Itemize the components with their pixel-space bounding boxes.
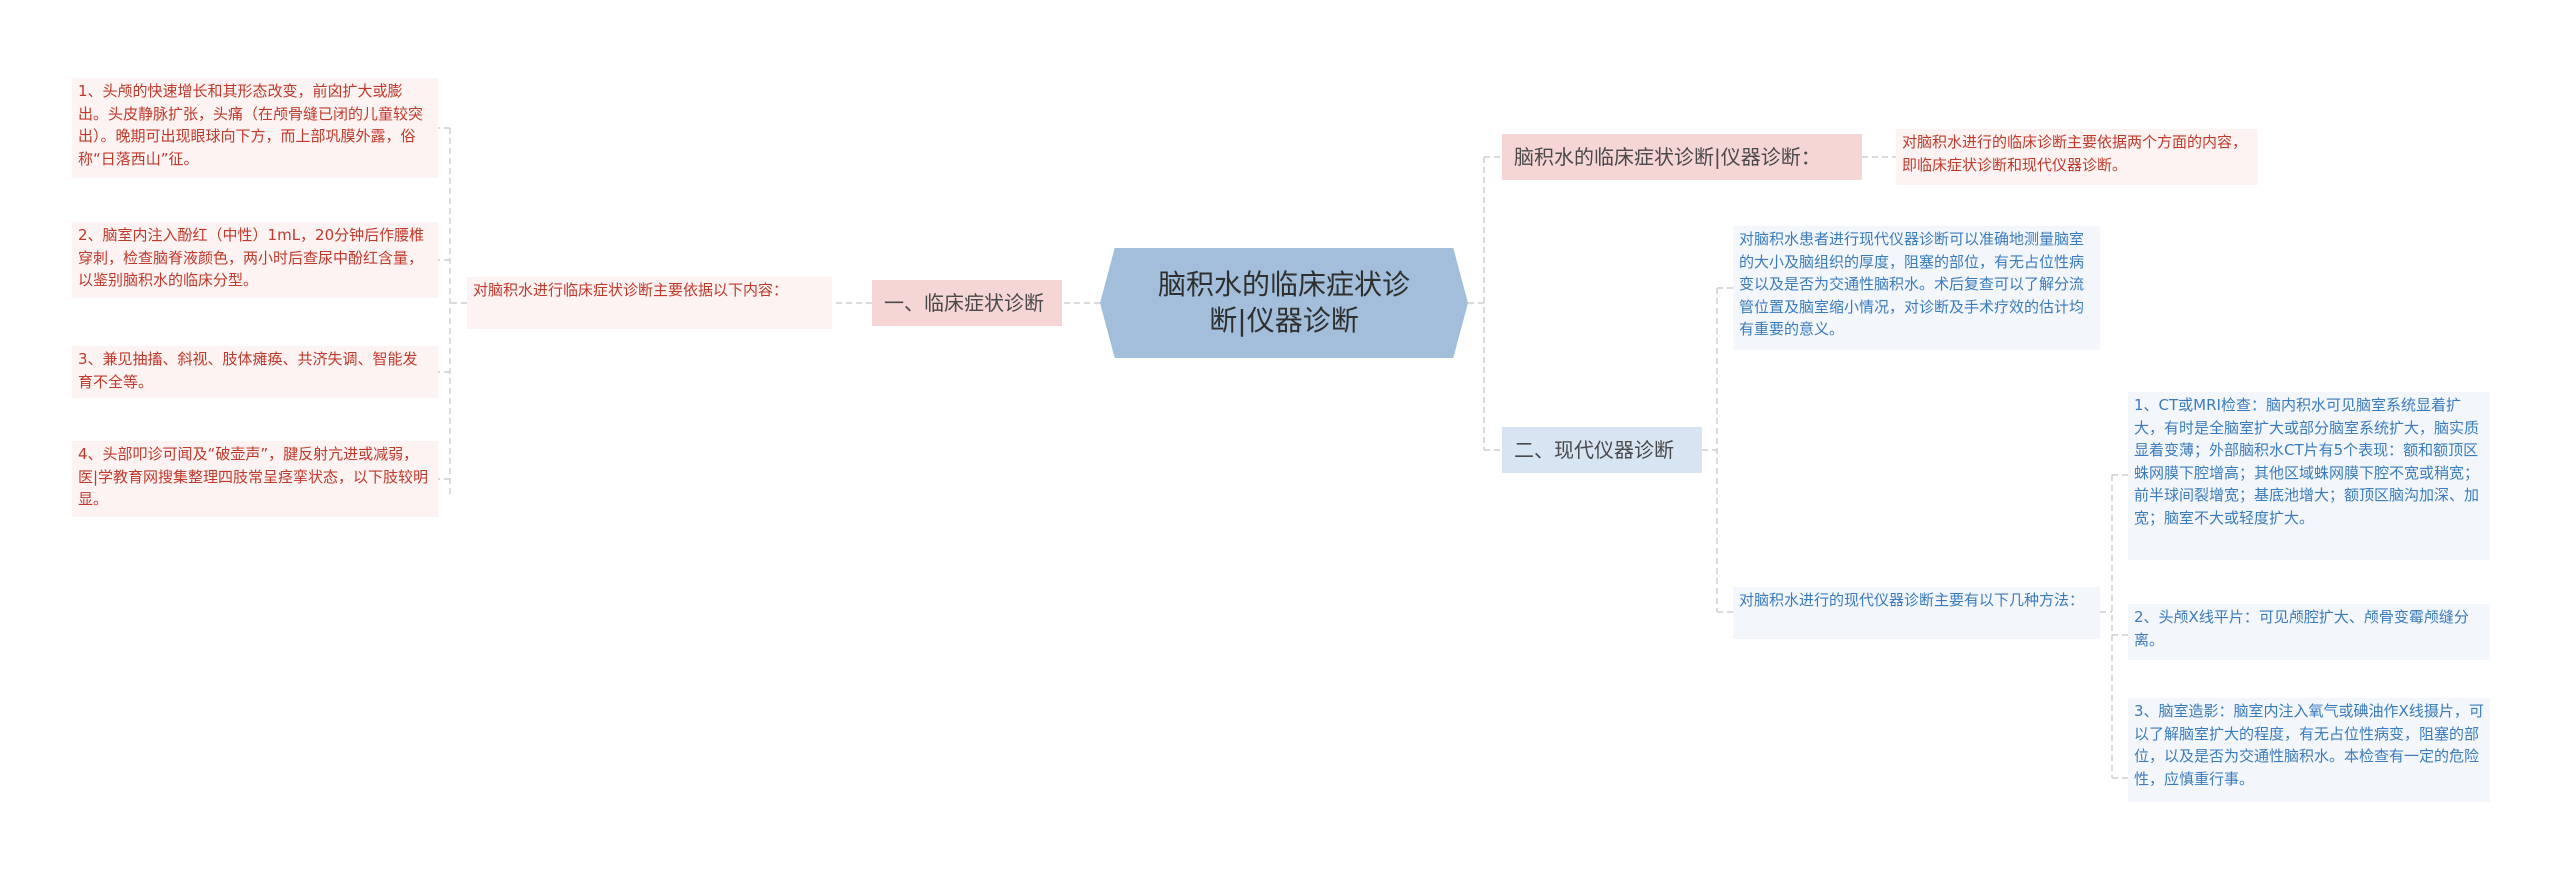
instrument-intro-node[interactable]: 对脑积水进行的现代仪器诊断主要有以下几种方法： <box>1733 587 2100 639</box>
clinical-item-2[interactable]: 2、脑室内注入酚红（中性）1mL，20分钟后作腰椎穿刺，检查脑脊液颜色，两小时后… <box>72 222 438 298</box>
branch-instrument-diagnosis-label: 二、现代仪器诊断 <box>1514 438 1674 462</box>
instrument-desc-node[interactable]: 对脑积水患者进行现代仪器诊断可以准确地测量脑室的大小及脑组织的厚度，阻塞的部位，… <box>1733 226 2100 350</box>
instrument-item-3[interactable]: 3、脑室造影：脑室内注入氧气或碘油作X线摄片，可以了解脑室扩大的程度，有无占位性… <box>2128 698 2490 802</box>
branch-overview-label: 脑积水的临床症状诊断|仪器诊断： <box>1514 145 1821 169</box>
instrument-item-1[interactable]: 1、CT或MRI检查：脑内积水可见脑室系统显着扩大，有时是全脑室扩大或部分脑室系… <box>2128 392 2490 560</box>
overview-note[interactable]: 对脑积水进行的临床诊断主要依据两个方面的内容，即临床症状诊断和现代仪器诊断。 <box>1896 129 2258 185</box>
clinical-item-4-text: 4、头部叩诊可闻及“破壶声”，腱反射亢进或减弱，医|学教育网搜集整理四肢常呈痉挛… <box>78 445 429 508</box>
clinical-item-3-text: 3、兼见抽搐、斜视、肢体瘫痪、共济失调、智能发育不全等。 <box>78 350 418 391</box>
clinical-intro-node[interactable]: 对脑积水进行临床症状诊断主要依据以下内容： <box>467 277 832 329</box>
clinical-item-1-text: 1、头颅的快速增长和其形态改变，前囟扩大或膨出。头皮静脉扩张，头痛（在颅骨缝已闭… <box>78 82 424 168</box>
branch-overview[interactable]: 脑积水的临床症状诊断|仪器诊断： <box>1502 134 1862 180</box>
instrument-item-1-text: 1、CT或MRI检查：脑内积水可见脑室系统显着扩大，有时是全脑室扩大或部分脑室系… <box>2134 396 2480 527</box>
overview-note-text: 对脑积水进行的临床诊断主要依据两个方面的内容，即临床症状诊断和现代仪器诊断。 <box>1902 133 2248 174</box>
central-topic[interactable]: 脑积水的临床症状诊断|仪器诊断 <box>1100 248 1468 358</box>
central-topic-text: 脑积水的临床症状诊断|仪器诊断 <box>1157 267 1410 337</box>
branch-clinical-diagnosis-label: 一、临床症状诊断 <box>884 291 1044 315</box>
instrument-desc-text: 对脑积水患者进行现代仪器诊断可以准确地测量脑室的大小及脑组织的厚度，阻塞的部位，… <box>1739 230 2085 338</box>
clinical-item-3[interactable]: 3、兼见抽搐、斜视、肢体瘫痪、共济失调、智能发育不全等。 <box>72 346 438 398</box>
clinical-item-4[interactable]: 4、头部叩诊可闻及“破壶声”，腱反射亢进或减弱，医|学教育网搜集整理四肢常呈痉挛… <box>72 441 438 517</box>
clinical-intro-text: 对脑积水进行临床症状诊断主要依据以下内容： <box>473 281 789 299</box>
instrument-item-3-text: 3、脑室造影：脑室内注入氧气或碘油作X线摄片，可以了解脑室扩大的程度，有无占位性… <box>2134 702 2484 788</box>
branch-instrument-diagnosis[interactable]: 二、现代仪器诊断 <box>1502 427 1702 473</box>
instrument-item-2-text: 2、头颅X线平片：可见颅腔扩大、颅骨变霉颅缝分离。 <box>2134 608 2469 649</box>
clinical-item-1[interactable]: 1、头颅的快速增长和其形态改变，前囟扩大或膨出。头皮静脉扩张，头痛（在颅骨缝已闭… <box>72 78 438 178</box>
instrument-item-2[interactable]: 2、头颅X线平片：可见颅腔扩大、颅骨变霉颅缝分离。 <box>2128 604 2490 660</box>
instrument-intro-text: 对脑积水进行的现代仪器诊断主要有以下几种方法： <box>1739 591 2085 609</box>
branch-clinical-diagnosis[interactable]: 一、临床症状诊断 <box>872 280 1062 326</box>
clinical-item-2-text: 2、脑室内注入酚红（中性）1mL，20分钟后作腰椎穿刺，检查脑脊液颜色，两小时后… <box>78 226 425 289</box>
